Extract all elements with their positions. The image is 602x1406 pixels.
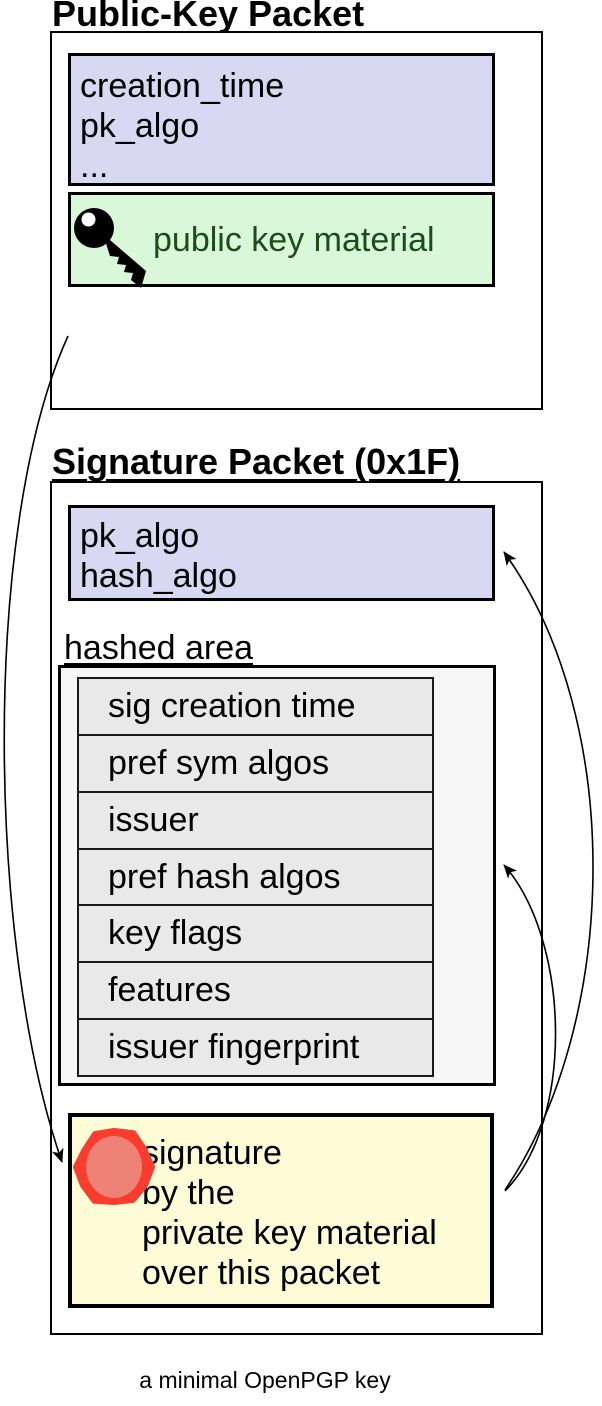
- subpacket-features: features: [79, 963, 432, 1021]
- hashed-area-label: hashed area: [64, 629, 254, 667]
- signature-algo-fields-box: pk_algo hash_algo: [68, 505, 495, 601]
- signature-line-4: over this packet: [142, 1254, 381, 1292]
- subpacket-key-flags: key flags: [79, 906, 432, 964]
- subpacket-pref-hash-algos: pref hash algos: [79, 849, 432, 907]
- subpacket-issuer: issuer: [79, 792, 432, 850]
- signature-line-3: private key material: [142, 1214, 437, 1252]
- public-key-material-box: public key material: [68, 192, 495, 287]
- hashed-subpacket-table: sig creation time pref sym algos issuer …: [77, 677, 434, 1077]
- field-sig-hash-algo: hash_algo: [80, 557, 237, 595]
- signature-value-box: signature by the private key material ov…: [68, 1113, 494, 1308]
- subpacket-pref-sym-algos: pref sym algos: [79, 735, 432, 793]
- signature-packet-title: Signature Packet (0x1F): [52, 441, 461, 482]
- field-ellipsis: ...: [80, 147, 109, 185]
- signature-line-1: signature: [142, 1134, 282, 1172]
- public-key-material-label: public key material: [153, 220, 435, 259]
- signature-line-2: by the: [142, 1174, 235, 1212]
- field-creation-time: creation_time: [80, 67, 285, 105]
- subpacket-sig-creation-time: sig creation time: [79, 679, 432, 736]
- public-key-packet-title: Public-Key Packet: [52, 0, 365, 34]
- field-pk-algo: pk_algo: [80, 107, 200, 145]
- public-key-header-fields-box: creation_time pk_algo ...: [68, 53, 495, 186]
- subpacket-issuer-fingerprint: issuer fingerprint: [79, 1020, 432, 1076]
- field-sig-pk-algo: pk_algo: [80, 517, 200, 555]
- diagram-caption: a minimal OpenPGP key: [139, 1367, 391, 1393]
